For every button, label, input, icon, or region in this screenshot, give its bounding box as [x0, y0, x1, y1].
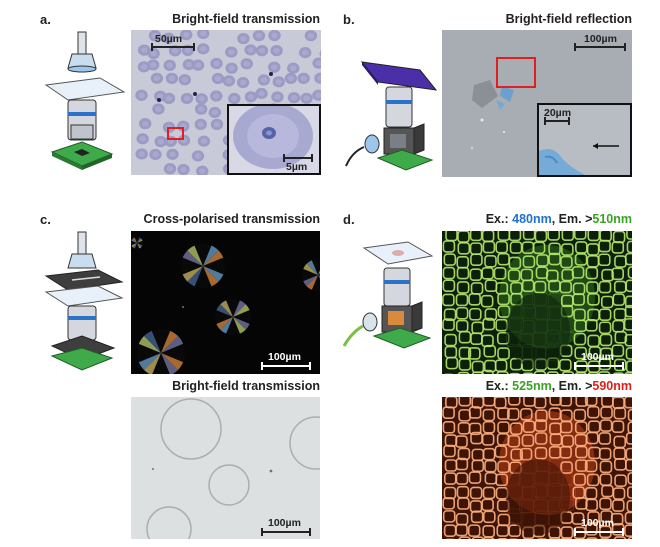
panel-b-title: Bright-field reflection — [505, 12, 632, 26]
panel-label-b: b. — [343, 12, 355, 27]
panel-label-d: d. — [343, 212, 355, 227]
panel-c-title-bottom: Bright-field transmission — [172, 379, 320, 393]
em-wavelength-top: 510nm — [592, 212, 632, 226]
inset-scale-label-b: 20µm — [544, 107, 572, 119]
ex-wavelength-top: 480nm — [512, 212, 552, 226]
panel-d-title-bottom: Ex.: 525nm, Em. >590nm — [430, 379, 632, 393]
fluorescence-green-image: 100µm — [442, 231, 632, 374]
em-prefix-bottom: , Em. > — [551, 379, 593, 393]
scale-label-d-top: 100µm — [581, 351, 614, 363]
scale-bar-d-bottom — [574, 528, 624, 536]
panel-a-title: Bright-field transmission — [172, 12, 320, 26]
inset-scale-bar-b — [544, 117, 570, 125]
em-prefix-top: , Em. > — [551, 212, 593, 226]
green-fluorescence-svg — [442, 231, 632, 374]
scale-bar-a — [151, 43, 195, 51]
panel-label-a: a. — [40, 12, 51, 27]
inset-scale-bar-a — [283, 154, 313, 162]
ex-prefix-top: Ex.: — [485, 212, 513, 226]
panel-c-title-top: Cross-polarised transmission — [143, 212, 320, 226]
scale-label-d-bottom: 100µm — [581, 517, 614, 529]
scale-bar-d-top — [574, 362, 624, 370]
spherulite-svg — [131, 237, 320, 374]
selection-box-b — [496, 57, 536, 88]
reflection-microscope-illustration-b — [340, 52, 440, 177]
inset-zoom-a: 5µm — [227, 104, 321, 175]
ex-prefix-bottom: Ex.: — [485, 379, 513, 393]
inset-scale-label-a: 5µm — [286, 161, 308, 173]
cross-polarised-image: 100µm — [131, 231, 320, 374]
cross-polarised-microscope-illustration-c — [38, 230, 128, 375]
scale-label-c-bottom: 100µm — [268, 517, 301, 529]
scale-label-c-top: 100µm — [268, 351, 301, 363]
scale-bar-b — [574, 43, 626, 51]
panel-label-c: c. — [40, 212, 51, 227]
em-wavelength-bottom: 590nm — [592, 379, 632, 393]
ex-wavelength-bottom: 525nm — [512, 379, 552, 393]
fluorescence-microscope-illustration-d — [340, 238, 440, 358]
reflection-image: 100µm 20µm — [442, 30, 632, 177]
blood-cells-image: 50µm 5µm — [131, 30, 321, 175]
scale-label-a: 50µm — [155, 33, 183, 45]
blood-cells-svg — [135, 30, 321, 175]
scale-label-b: 100µm — [584, 33, 617, 45]
selection-box-a — [167, 127, 184, 140]
transmission-microscope-illustration-a — [38, 30, 128, 175]
panel-d-title-top: Ex.: 480nm, Em. >510nm — [430, 212, 632, 226]
bright-field-transmission-image-c: 100µm — [131, 397, 320, 539]
scale-bar-c-bottom — [261, 528, 311, 536]
inset-zoom-b: 20µm — [537, 103, 632, 177]
fluorescence-red-image: 100µm — [442, 397, 632, 539]
scale-bar-c-top — [261, 362, 311, 370]
red-fluorescence-svg — [442, 397, 632, 539]
